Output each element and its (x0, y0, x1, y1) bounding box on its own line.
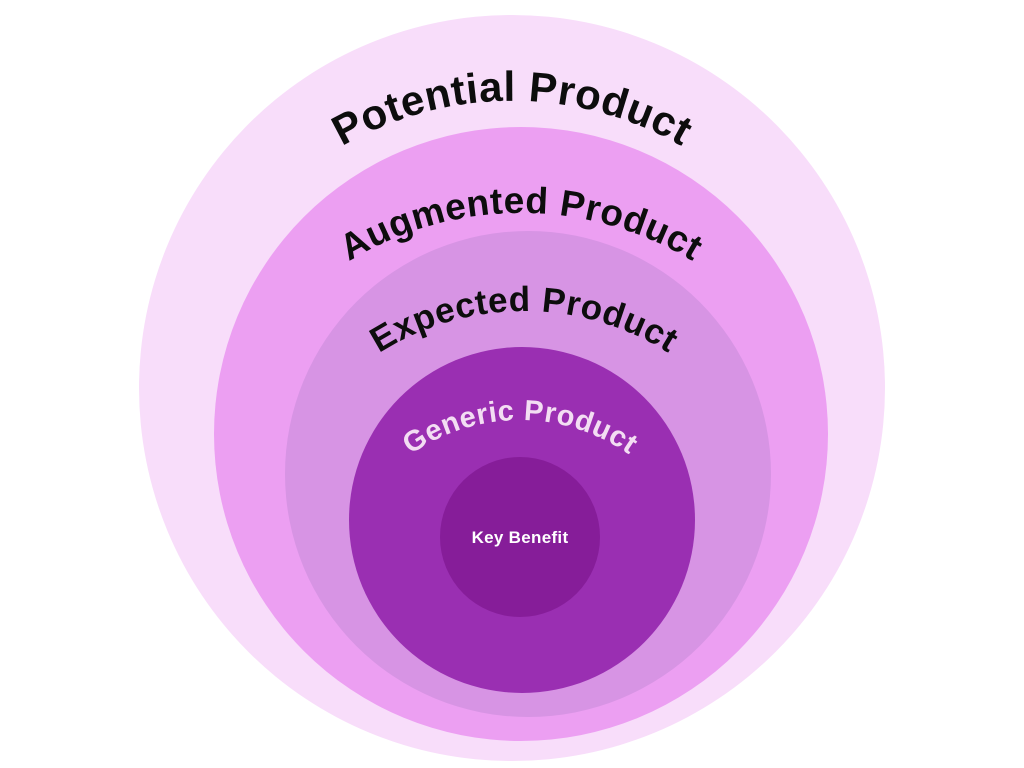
circle-key-benefit (440, 457, 600, 617)
label-key-benefit: Key Benefit (472, 528, 569, 547)
